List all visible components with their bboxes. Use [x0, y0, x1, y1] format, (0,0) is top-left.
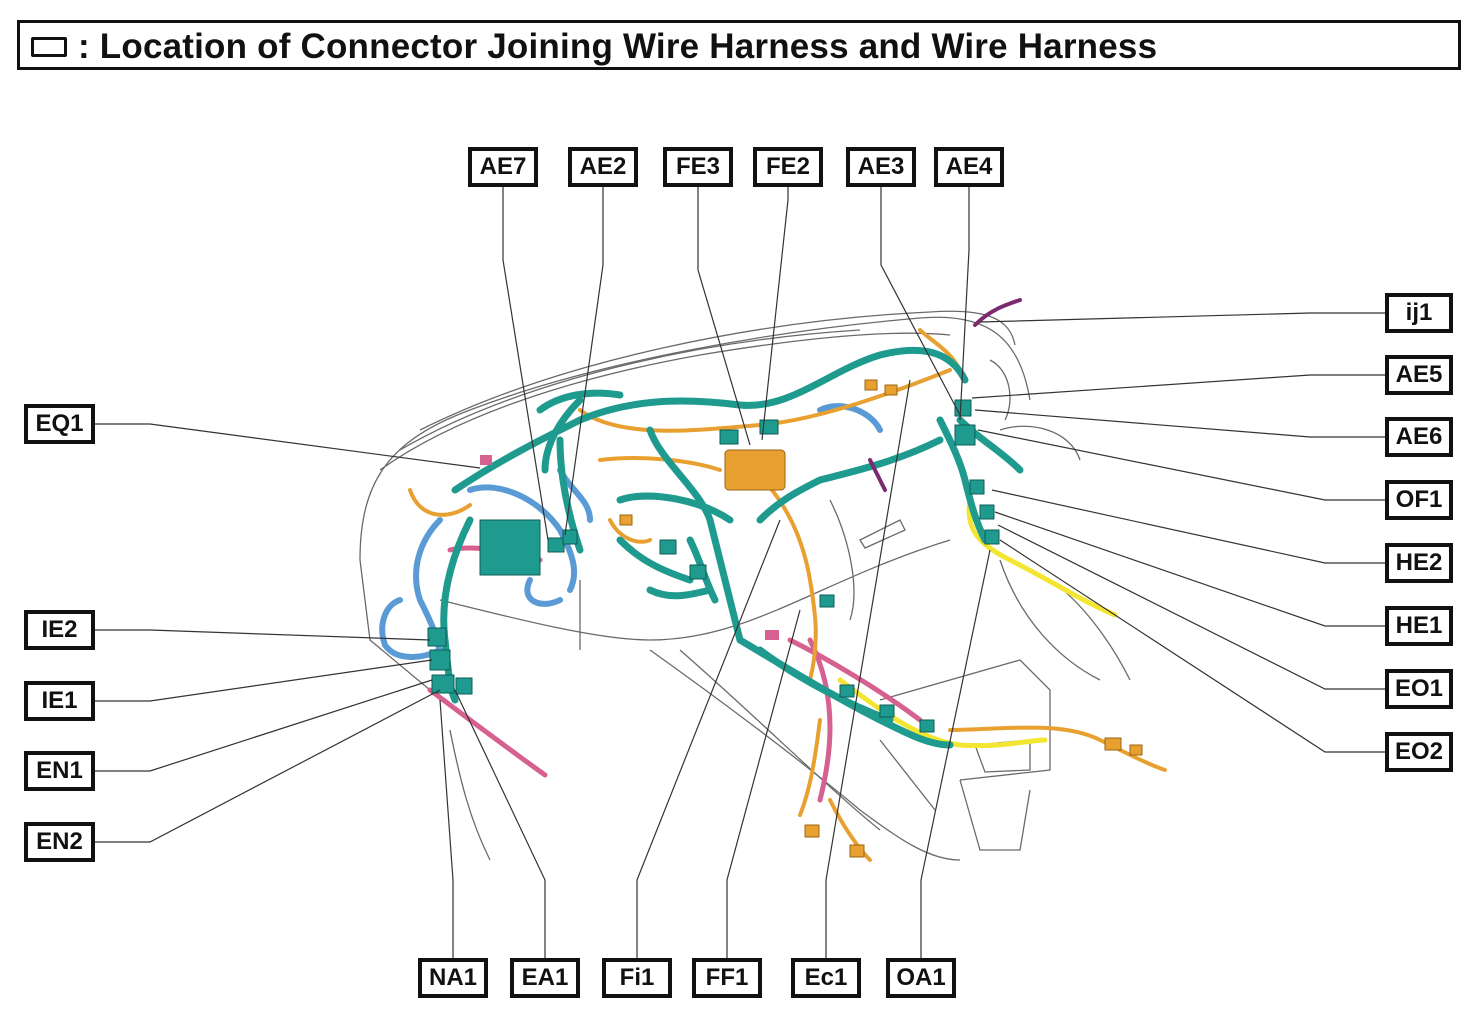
- connector-label-fe3: FE3: [663, 147, 733, 187]
- connector-label-fi1: Fi1: [602, 958, 672, 998]
- connector-label-ae3: AE3: [846, 147, 916, 187]
- connector-label-ae4: AE4: [934, 147, 1004, 187]
- page-title: : Location of Connector Joining Wire Har…: [78, 27, 1158, 66]
- connector-label-ie1: IE1: [24, 681, 95, 721]
- connector-label-en1: EN1: [24, 751, 95, 791]
- connector-label-ae5: AE5: [1385, 355, 1453, 395]
- connector-label-fe2: FE2: [753, 147, 823, 187]
- connector-label-ec1: Ec1: [791, 958, 861, 998]
- connector-label-ae2: AE2: [568, 147, 638, 187]
- connector-label-ij1: ij1: [1385, 293, 1453, 333]
- connector-label-ea1: EA1: [510, 958, 580, 998]
- connector-label-eo1: EO1: [1385, 669, 1453, 709]
- connector-label-eo2: EO2: [1385, 732, 1453, 772]
- connector-label-na1: NA1: [418, 958, 488, 998]
- title-box: : Location of Connector Joining Wire Har…: [17, 20, 1461, 70]
- connector-label-of1: OF1: [1385, 480, 1453, 520]
- connector-label-en2: EN2: [24, 822, 95, 862]
- connector-label-ae6: AE6: [1385, 417, 1453, 457]
- connector-label-eq1: EQ1: [24, 404, 95, 444]
- connector-symbol-icon: [31, 37, 67, 57]
- connector-label-ie2: IE2: [24, 610, 95, 650]
- leader-lines: [95, 187, 1385, 958]
- connector-label-ff1: FF1: [692, 958, 762, 998]
- connector-label-oa1: OA1: [886, 958, 956, 998]
- connector-label-he2: HE2: [1385, 543, 1453, 583]
- harness-network: [379, 298, 1167, 862]
- connector-label-he1: HE1: [1385, 606, 1453, 646]
- dashboard-outline: [359, 310, 1131, 861]
- connector-label-ae7: AE7: [468, 147, 538, 187]
